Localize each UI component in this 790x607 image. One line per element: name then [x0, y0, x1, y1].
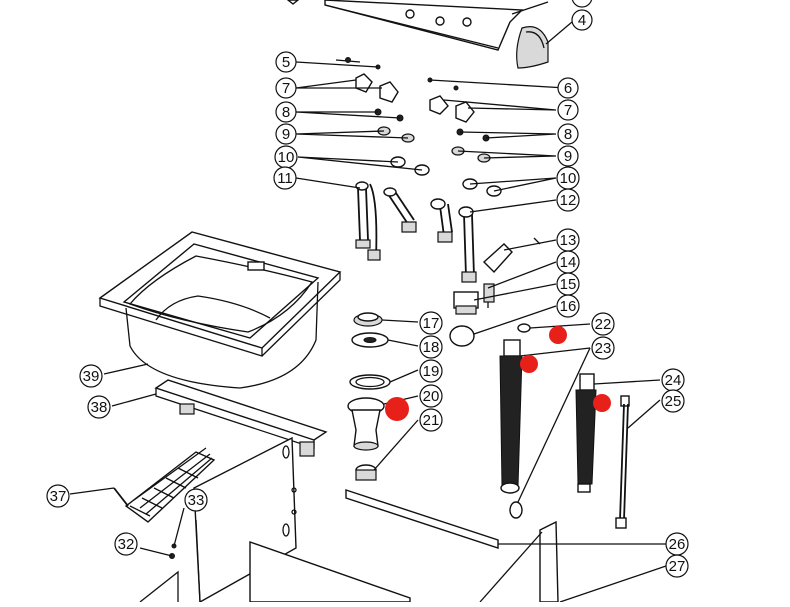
svg-text:9: 9 — [564, 148, 572, 165]
svg-text:33: 33 — [188, 492, 205, 509]
callout-4: 4 — [571, 9, 593, 31]
crossbar-part — [345, 489, 499, 549]
svg-text:14: 14 — [560, 254, 577, 271]
callout-27: 27 — [665, 554, 689, 578]
end-cap-part — [516, 26, 549, 69]
callout-24: 24 — [661, 368, 685, 392]
svg-text:38: 38 — [91, 399, 108, 416]
svg-text:21: 21 — [423, 412, 440, 429]
red-marker — [520, 355, 538, 373]
callout-8-right: 8 — [557, 123, 579, 145]
svg-text:20: 20 — [423, 388, 440, 405]
callout-33: 33 — [184, 488, 208, 512]
svg-text:39: 39 — [83, 368, 100, 385]
callout-12: 12 — [556, 188, 580, 212]
callout-15: 15 — [556, 272, 580, 296]
callout-6: 6 — [557, 77, 579, 99]
supply-pipes-left — [355, 181, 417, 261]
red-marker — [549, 326, 567, 344]
drain-parts — [347, 312, 391, 481]
svg-text:23: 23 — [595, 340, 612, 357]
svg-text:7: 7 — [564, 102, 572, 119]
svg-text:7: 7 — [282, 80, 290, 97]
callout-11: 11 — [273, 166, 297, 190]
cabinet-frame — [139, 436, 411, 604]
sink-basin — [98, 231, 342, 389]
spout-part — [482, 237, 541, 274]
callout-16: 16 — [556, 294, 580, 318]
callout-32: 32 — [114, 532, 138, 556]
svg-text:12: 12 — [560, 192, 577, 209]
callout-14: 14 — [556, 250, 580, 274]
svg-text:5: 5 — [282, 54, 290, 71]
callout-17: 17 — [419, 311, 443, 335]
callout-23: 23 — [591, 336, 615, 360]
svg-text:4: 4 — [578, 12, 586, 29]
svg-text:8: 8 — [564, 126, 572, 143]
svg-text:9: 9 — [282, 126, 290, 143]
cabinet-side-right — [479, 520, 559, 603]
supply-pipes-right — [430, 198, 477, 283]
callout-20: 20 — [419, 384, 443, 408]
svg-text:16: 16 — [560, 298, 577, 315]
callout-5: 5 — [275, 51, 297, 73]
svg-text:24: 24 — [665, 372, 682, 389]
callout-8-left: 8 — [275, 101, 297, 123]
svg-text:22: 22 — [595, 316, 612, 333]
svg-text:10: 10 — [278, 149, 295, 166]
callout-22: 22 — [591, 312, 615, 336]
callout-10-right: 10 — [556, 166, 580, 190]
callout-10-left: 10 — [274, 145, 298, 169]
callout-7-left: 7 — [275, 77, 297, 99]
leader-lines — [69, 1, 667, 603]
svg-text:18: 18 — [423, 339, 440, 356]
callout-9-left: 9 — [275, 123, 297, 145]
callout-26: 26 — [665, 532, 689, 556]
svg-text:19: 19 — [423, 363, 440, 380]
red-markers — [385, 326, 611, 421]
callout-18: 18 — [419, 335, 443, 359]
callout-9-right: 9 — [557, 145, 579, 167]
svg-text:27: 27 — [669, 558, 686, 575]
callout-38: 38 — [87, 395, 111, 419]
callout-19: 19 — [419, 359, 443, 383]
corrugated-hose — [499, 323, 531, 519]
svg-text:11: 11 — [277, 170, 293, 187]
callout-39: 39 — [79, 364, 103, 388]
callout-21: 21 — [419, 408, 443, 432]
red-marker — [385, 397, 409, 421]
callout — [571, 0, 593, 8]
overflow-part — [453, 291, 479, 315]
svg-text:6: 6 — [564, 80, 572, 97]
second-hose — [575, 373, 597, 493]
svg-text:15: 15 — [560, 276, 577, 293]
valve-parts — [335, 57, 502, 197]
wire-basket — [113, 447, 216, 523]
callout-7-right: 7 — [557, 99, 579, 121]
frame-top-rail — [154, 379, 328, 457]
svg-text:37: 37 — [50, 488, 67, 505]
trap-fitting — [483, 283, 495, 308]
svg-text:25: 25 — [665, 393, 682, 410]
svg-text:17: 17 — [423, 315, 440, 332]
svg-text:32: 32 — [118, 536, 135, 553]
svg-text:13: 13 — [560, 232, 577, 249]
svg-text:26: 26 — [669, 536, 686, 553]
backsplash-panel — [286, 0, 524, 51]
callout-13: 13 — [556, 228, 580, 252]
svg-text:8: 8 — [282, 104, 290, 121]
callout-25: 25 — [661, 389, 685, 413]
oval-gasket — [449, 325, 475, 347]
red-marker — [593, 394, 611, 412]
support-rod — [615, 395, 630, 529]
callout-37: 37 — [46, 484, 70, 508]
svg-text:10: 10 — [560, 170, 577, 187]
